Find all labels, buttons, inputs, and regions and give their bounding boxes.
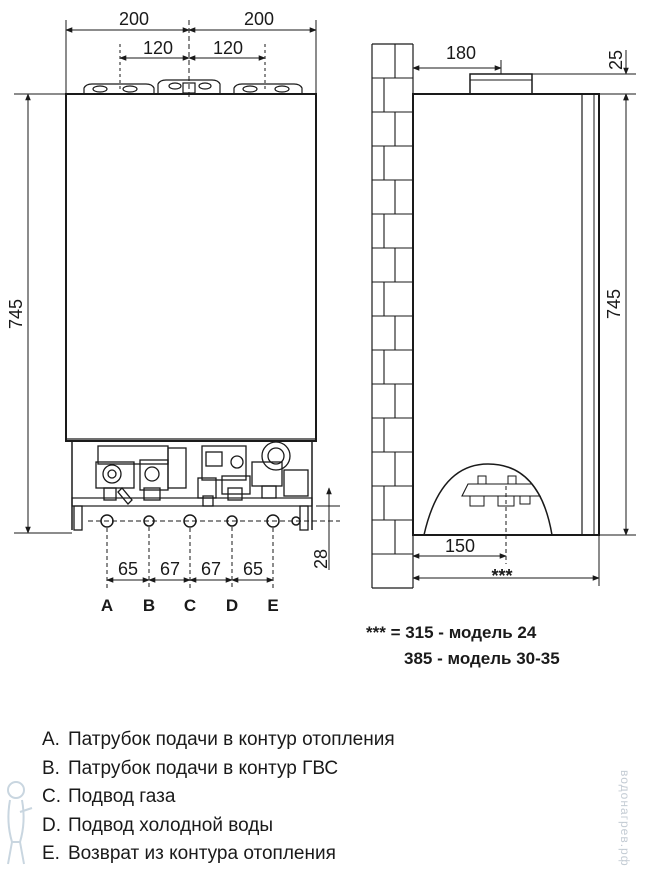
legend-text: Подвод холодной воды xyxy=(68,814,273,836)
connection-legend: A. Патрубок подачи в контур отопления B. П… xyxy=(42,726,395,869)
connection-label-b: B xyxy=(143,596,155,615)
connection-label-a: A xyxy=(101,596,113,615)
front-width-left-label: 200 xyxy=(119,9,149,29)
front-inner-left-label: 120 xyxy=(143,38,173,58)
legend-key: C. xyxy=(42,786,61,808)
front-height-label: 745 xyxy=(6,299,26,329)
dimension-drawing: 200 200 120 120 745 28 65 67 67 65 A B C… xyxy=(6,9,636,668)
flue-outlet xyxy=(469,73,533,95)
connection-label-c: C xyxy=(184,596,196,615)
side-depth-marker: *** xyxy=(491,566,512,586)
brick-courses xyxy=(372,44,413,555)
legend-text: Патрубок подачи в контур отопления xyxy=(68,729,395,750)
legend-key: B. xyxy=(42,757,60,779)
spacing-label-cd: 67 xyxy=(201,559,221,579)
side-bracket-offset-label: 150 xyxy=(445,536,475,556)
spacing-label-de: 65 xyxy=(243,559,263,579)
top-fittings xyxy=(83,79,303,94)
legend-item: B. Патрубок подачи в контур ГВС xyxy=(42,755,395,784)
side-top-gap-label: 25 xyxy=(606,50,626,70)
spacing-label-bc: 67 xyxy=(160,559,180,579)
boiler-casing-front xyxy=(65,93,317,442)
legend-item: E. Возврат из контура отопления xyxy=(42,840,395,869)
legend-item: A. Патрубок подачи в контур отопления xyxy=(42,726,395,755)
spacing-label-ab: 65 xyxy=(118,559,138,579)
legend-text: Патрубок подачи в контур ГВС xyxy=(68,757,339,779)
connection-label-d: D xyxy=(226,596,238,615)
legend-key: D. xyxy=(42,814,61,836)
legend-text: Возврат из контура отопления xyxy=(68,843,336,865)
connection-label-e: E xyxy=(267,596,278,615)
side-height-label: 745 xyxy=(604,289,624,319)
front-inner-right-label: 120 xyxy=(213,38,243,58)
front-view xyxy=(14,20,340,590)
legend-key: A. xyxy=(42,729,60,750)
legend-key: E. xyxy=(42,843,60,865)
model-note-line-1: *** = 315 - модель 24 xyxy=(366,623,537,642)
hydraulic-unit xyxy=(71,441,313,531)
legend-text: Подвод газа xyxy=(68,786,176,808)
front-width-right-label: 200 xyxy=(244,9,274,29)
side-flue-offset-label: 180 xyxy=(446,43,476,63)
boiler-casing-side xyxy=(412,93,600,536)
legend-item: D. Подвод холодной воды xyxy=(42,812,395,841)
watermark-text: водонагрев.рф xyxy=(618,770,632,867)
side-view xyxy=(371,43,636,589)
model-note-line-2: 385 - модель 30-35 xyxy=(404,649,560,668)
watermark-logo-icon xyxy=(7,781,33,865)
front-bottom-offset-label: 28 xyxy=(311,549,331,569)
legend-item: C. Подвод газа xyxy=(42,783,395,812)
